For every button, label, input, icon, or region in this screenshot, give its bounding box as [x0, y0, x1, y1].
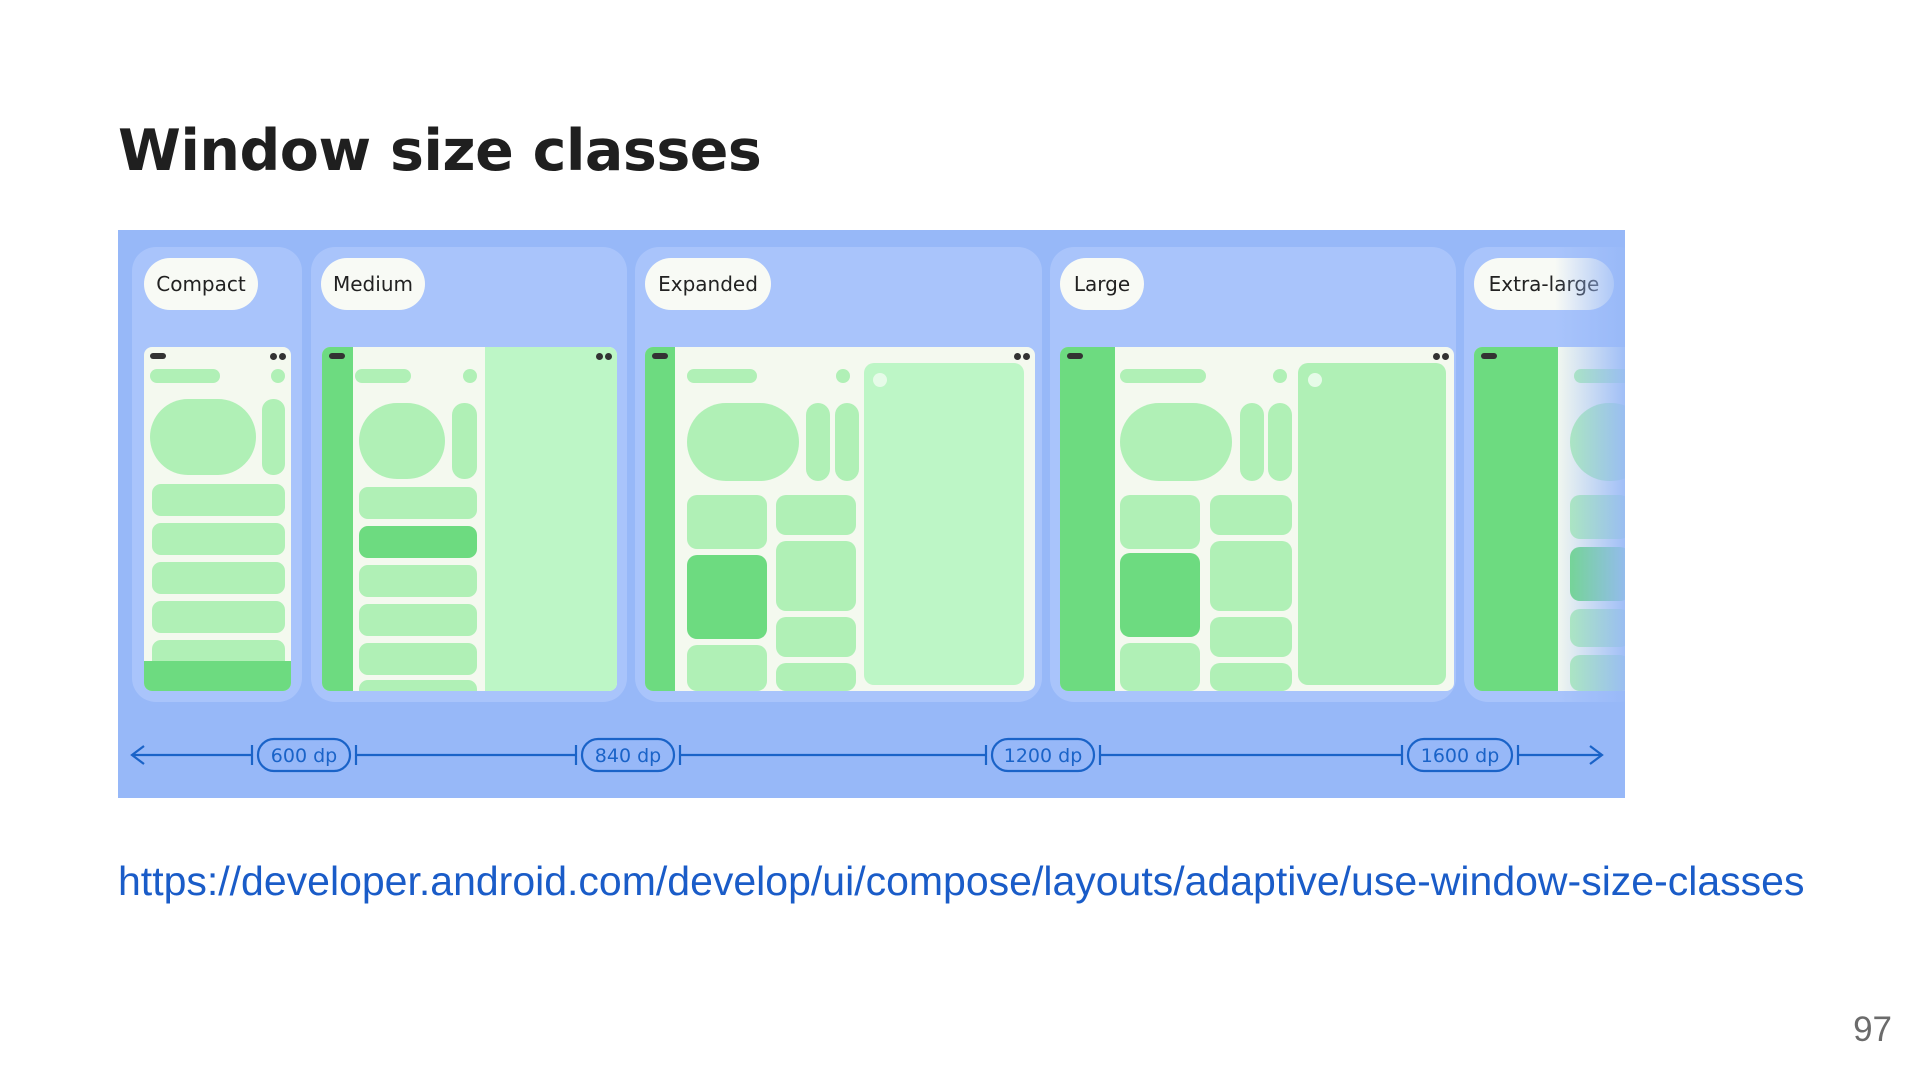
panel-medium: Medium: [311, 247, 627, 702]
screen-expanded: [645, 347, 1035, 691]
screen-compact: [144, 347, 291, 691]
chip-medium: Medium: [321, 258, 425, 310]
window-size-classes-figure: Compact Medium: [118, 230, 1625, 798]
reference-link[interactable]: https://developer.android.com/develop/ui…: [118, 858, 1805, 904]
breakpoint-label-1600: 1600 dp: [1421, 745, 1500, 767]
chip-compact: Compact: [144, 258, 258, 310]
breakpoint-label-600: 600 dp: [271, 745, 337, 767]
screen-medium: [322, 347, 617, 691]
page-number: 97: [1853, 1010, 1892, 1049]
screen-large: [1060, 347, 1454, 691]
breakpoint-label-1200: 1200 dp: [1004, 745, 1083, 767]
chip-large: Large: [1060, 258, 1144, 310]
edge-fade: [1555, 230, 1625, 798]
panel-compact: Compact: [132, 247, 302, 702]
panel-expanded: Expanded: [635, 247, 1042, 702]
breakpoint-ruler: 600 dp 840 dp 1200 dp 1600 dp: [130, 737, 1604, 773]
breakpoint-label-840: 840 dp: [595, 745, 661, 767]
arrow-right-icon: [1589, 745, 1604, 765]
slide-title: Window size classes: [118, 118, 762, 184]
chip-expanded: Expanded: [645, 258, 771, 310]
panel-large: Large: [1050, 247, 1456, 702]
